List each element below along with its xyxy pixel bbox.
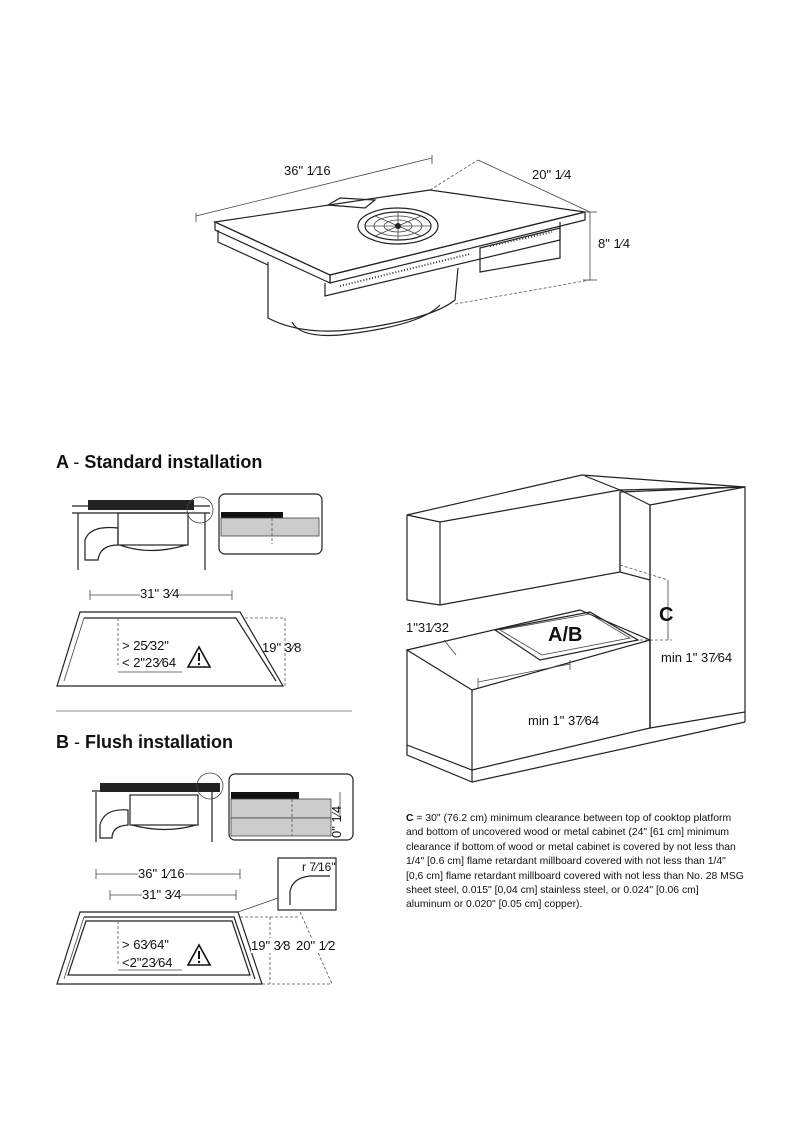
- section-a-min-label: > 25⁄32": [122, 638, 169, 653]
- cabinet-clearance-letter: C: [659, 604, 674, 626]
- section-a-cross-section: [72, 493, 323, 570]
- warning-triangle-icon: [186, 645, 212, 674]
- section-a-separator: -: [73, 452, 80, 472]
- section-b-radius-label: r 7⁄16": [302, 860, 336, 874]
- cooktop-isometric: [195, 155, 597, 337]
- section-b-inner-depth-label: 19" 3⁄8: [251, 938, 291, 953]
- cabinet-left-gap-label: 1"31⁄32: [406, 620, 449, 635]
- top-depth-label: 20" 1⁄4: [532, 167, 572, 182]
- section-b-title: Flush installation: [85, 732, 234, 752]
- section-b-outer-depth-label: 20" 1⁄2: [296, 938, 336, 953]
- section-b-cross-section: [92, 772, 354, 842]
- section-b-letter: B: [56, 732, 69, 752]
- section-a-depth-label: 19" 3⁄8: [262, 640, 302, 655]
- clearance-note-text: = 30" (76.2 cm) minimum clearance betwee…: [406, 813, 744, 911]
- section-b-flush-label: 0" 1⁄4: [329, 805, 344, 838]
- kitchen-cabinet-isometric: [405, 474, 746, 783]
- section-a-width-label: 31" 3⁄4: [140, 586, 180, 601]
- section-b-outer-width-label: 36" 1⁄16: [138, 866, 185, 881]
- clearance-note: C = 30" (76.2 cm) minimum clearance betw…: [406, 812, 746, 913]
- top-height-label: 8" 1⁄4: [598, 236, 631, 251]
- cabinet-front-min-label: min 1" 37⁄64: [528, 713, 600, 728]
- section-a-heading: A - Standard installation: [56, 452, 262, 473]
- section-b-min-label: > 63⁄64": [122, 937, 169, 952]
- section-b-cutout: [56, 857, 337, 985]
- cabinet-cutout-label: A/B: [548, 624, 583, 646]
- section-a-cutout: [56, 590, 286, 687]
- clearance-note-key: C: [406, 813, 414, 824]
- cabinet-right-min-label: min 1" 37⁄64: [661, 650, 733, 665]
- section-b-inner-width-label: 31" 3⁄4: [142, 887, 182, 902]
- section-b-max-label: <2"23⁄64: [122, 955, 173, 970]
- section-a-max-label: < 2"23⁄64: [122, 655, 177, 670]
- section-a-letter: A: [56, 452, 69, 472]
- top-width-label: 36" 1⁄16: [284, 163, 331, 178]
- section-a-title: Standard installation: [84, 452, 263, 472]
- section-b-separator: -: [74, 732, 81, 752]
- warning-triangle-icon: [186, 943, 212, 972]
- section-b-heading: B - Flush installation: [56, 732, 233, 753]
